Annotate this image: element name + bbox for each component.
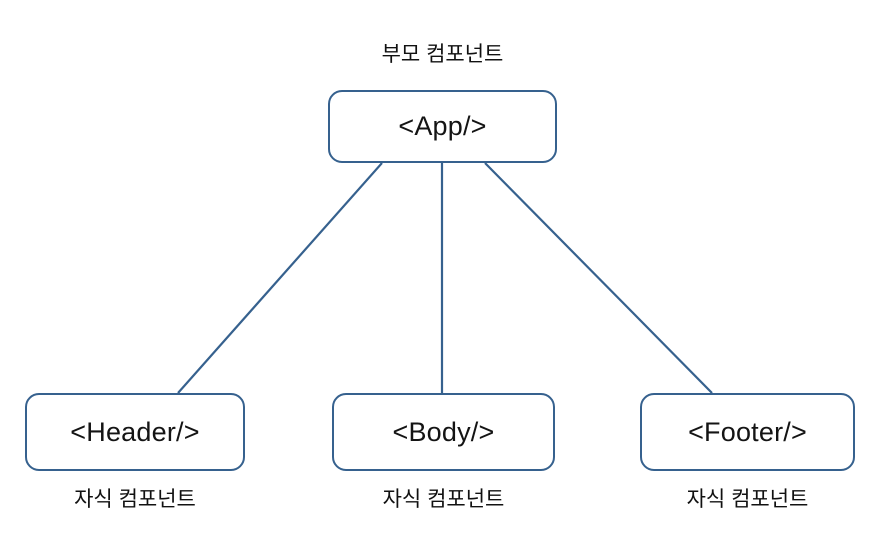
connector-app-to-footer (484, 162, 713, 394)
node-app[interactable]: <App/> (328, 90, 557, 163)
node-body-label: <Body/> (392, 416, 495, 447)
child-component-caption-header: 자식 컴포넌트 (74, 488, 196, 511)
child-component-caption-footer: 자식 컴포넌트 (686, 488, 809, 511)
node-body[interactable]: <Body/> (332, 393, 555, 471)
child-component-caption-body: 자식 컴포넌트 (382, 488, 505, 511)
node-app-label: <App/> (398, 111, 487, 141)
node-footer[interactable]: <Footer/> (640, 393, 855, 471)
node-footer-label: <Footer/> (688, 416, 807, 447)
connector-app-to-header (177, 162, 383, 394)
node-header-label: <Header/> (70, 416, 200, 447)
parent-component-caption: 부모 컴포넌트 (381, 43, 504, 66)
node-header[interactable]: <Header/> (25, 393, 245, 471)
